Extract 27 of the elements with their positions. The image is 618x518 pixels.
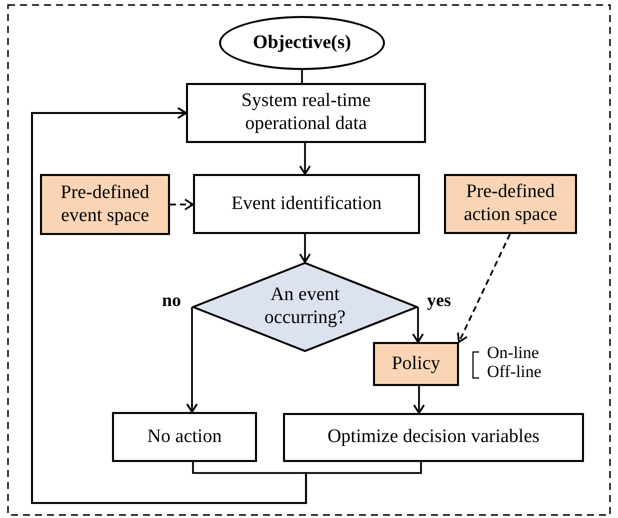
mode-label: Off-line	[487, 363, 542, 382]
arrow	[299, 234, 311, 263]
node-label: System real-time operational data	[240, 90, 372, 136]
node-label: Objective(s)	[252, 32, 352, 54]
process-box	[193, 174, 420, 234]
process-box	[186, 83, 426, 143]
arrow	[299, 143, 311, 175]
arrow	[170, 198, 194, 210]
node-label: Pre-defined event space	[60, 182, 150, 228]
node-label: An event occurring?	[263, 284, 347, 330]
process-box	[40, 174, 170, 235]
arrow	[31, 107, 422, 504]
arrow	[457, 234, 511, 343]
node-label: Pre-defined action space	[462, 181, 558, 227]
node-label: Policy	[392, 352, 440, 376]
process-box	[373, 342, 459, 386]
node-label: Optimize decision variables	[327, 426, 540, 449]
arrow	[413, 386, 425, 414]
node-label: No action	[147, 426, 222, 448]
process-box	[283, 413, 584, 462]
decision-diamond	[192, 262, 418, 352]
arrow	[186, 307, 198, 413]
arrow	[412, 307, 424, 343]
process-box	[112, 412, 257, 462]
mode-label: On-line	[487, 344, 539, 363]
node-label: Event identification	[231, 192, 382, 216]
process-box	[444, 174, 577, 234]
